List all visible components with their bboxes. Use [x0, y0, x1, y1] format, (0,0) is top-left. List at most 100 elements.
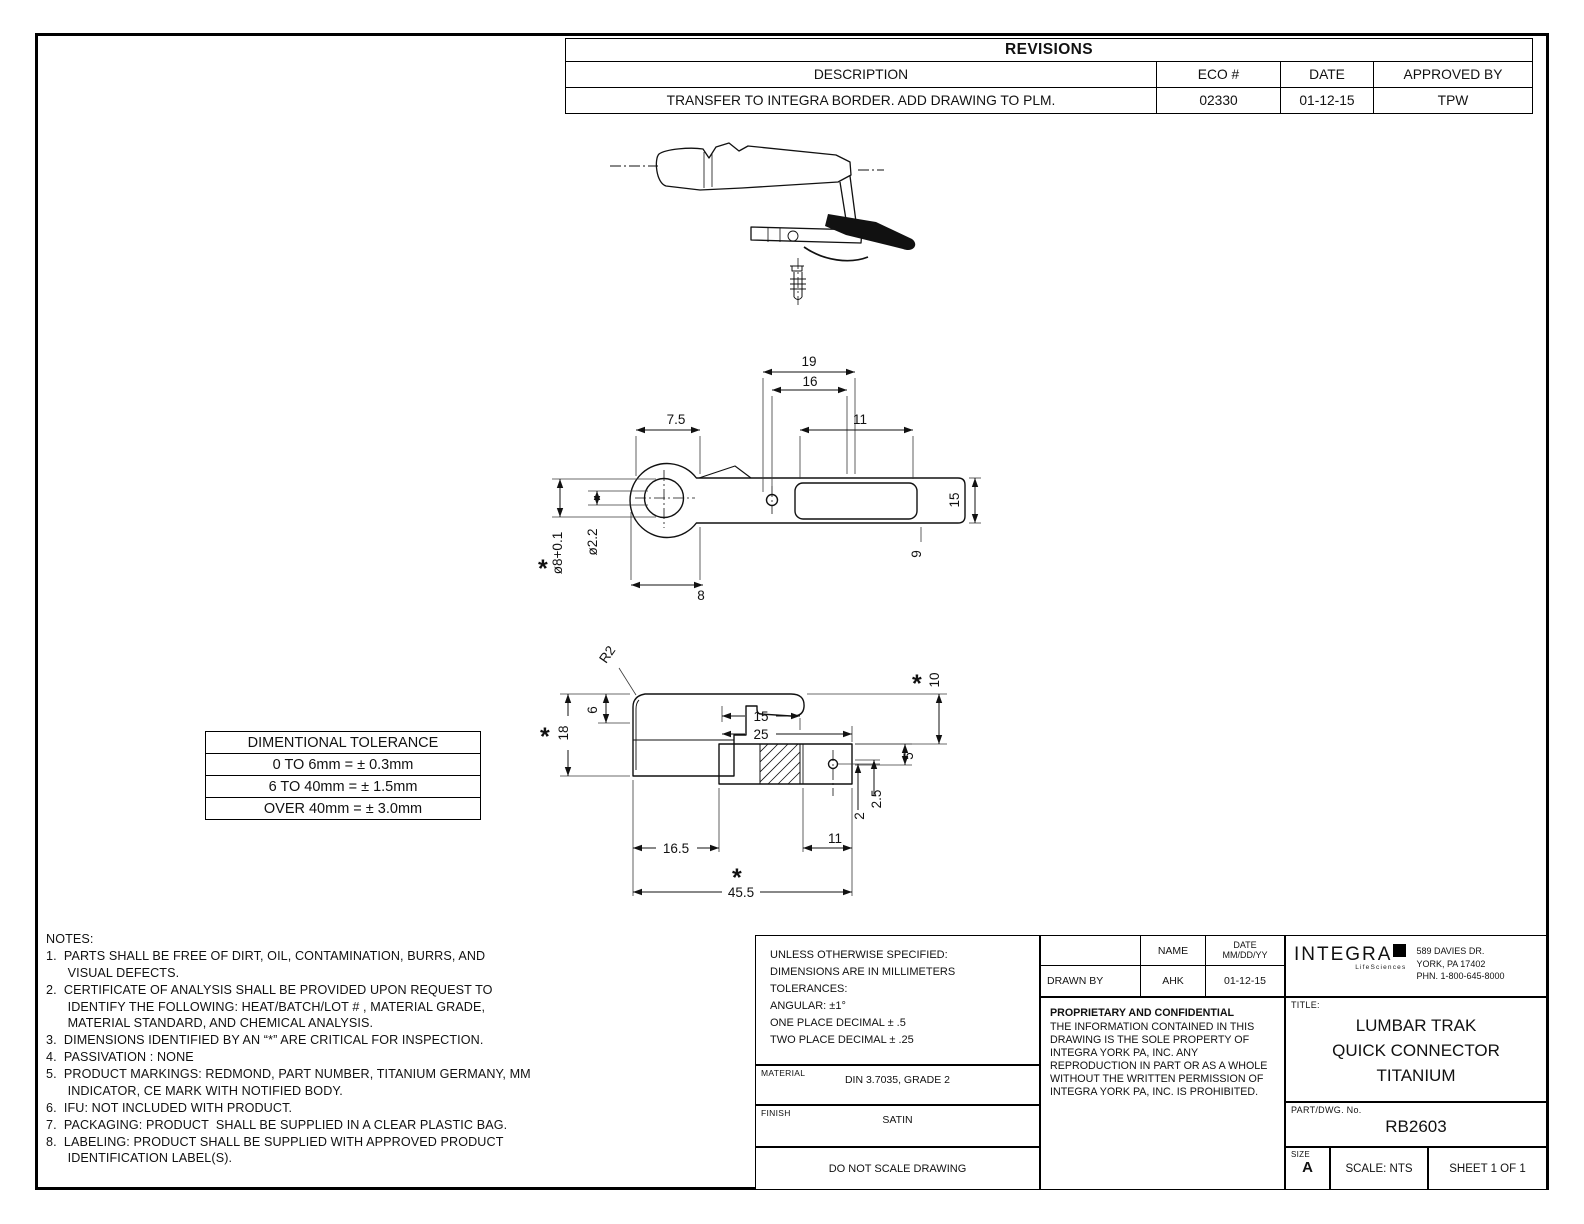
- spring-wire: [803, 246, 869, 262]
- dim-11-side: 11: [828, 831, 842, 846]
- spec-line: DIMENSIONS ARE IN MILLIMETERS: [770, 966, 956, 979]
- revision-date: 01-12-15: [1281, 88, 1374, 113]
- critical-dim-asterisk: *: [540, 723, 550, 751]
- drawn-by-name: AHK: [1141, 966, 1206, 996]
- note-item: 8. LABELING: PRODUCT SHALL BE SUPPLIED W…: [46, 1134, 504, 1166]
- spec-line: TOLERANCES:: [770, 983, 848, 996]
- do-not-scale-text: DO NOT SCALE DRAWING: [828, 1162, 967, 1175]
- side-dimensions: R2 6 18 15 25 5 2.5 2 16.5 11 45.5 10 * …: [540, 643, 947, 900]
- integra-logo: INTEGRA LifeSciences: [1294, 944, 1407, 983]
- integra-logo-mark-icon: [1393, 944, 1407, 957]
- critical-dim-asterisk: *: [538, 555, 548, 583]
- revision-eco: 02330: [1157, 88, 1281, 113]
- note-item: 4. PASSIVATION : NONE: [46, 1050, 194, 1065]
- do-not-scale-box: DO NOT SCALE DRAWING: [755, 1147, 1040, 1190]
- dim-15-plan: 15: [947, 492, 962, 507]
- integra-tagline: LifeSciences: [1355, 964, 1407, 971]
- finish-label: FINISH: [761, 1108, 791, 1118]
- sheet-value: SHEET 1 OF 1: [1449, 1162, 1526, 1175]
- scale-value: SCALE: NTS: [1345, 1162, 1413, 1175]
- notes-section: NOTES: 1. PARTS SHALL BE FREE OF DIRT, O…: [46, 931, 606, 1167]
- spec-line: TWO PLACE DECIMAL ± .25: [770, 1034, 914, 1047]
- spec-line: UNLESS OTHERWISE SPECIFIED:: [770, 949, 948, 961]
- spec-line: ANGULAR: ±1°: [770, 1000, 846, 1013]
- dim-2-5: 2.5: [869, 790, 884, 809]
- signature-empty-cell: [1041, 936, 1141, 966]
- dim-5: 5: [901, 752, 916, 760]
- date-header-line1: DATE: [1233, 939, 1257, 950]
- title-box: TITLE: LUMBAR TRAK QUICK CONNECTOR TITAN…: [1285, 997, 1547, 1102]
- size-label: SIZE: [1291, 1150, 1310, 1159]
- revisions-table: REVISIONS DESCRIPTION ECO # DATE APPROVE…: [565, 38, 1533, 114]
- revisions-title: REVISIONS: [566, 39, 1532, 62]
- note-item: 7. PACKAGING: PRODUCT SHALL BE SUPPLIED …: [46, 1117, 508, 1132]
- dim-10: 10: [927, 672, 942, 687]
- dim-r2: R2: [596, 643, 618, 666]
- spec-box: UNLESS OTHERWISE SPECIFIED: DIMENSIONS A…: [755, 935, 1040, 1065]
- tolerance-table: DIMENTIONAL TOLERANCE 0 TO 6mm = ± 0.3mm…: [205, 731, 481, 820]
- revisions-header-description: DESCRIPTION: [566, 62, 1157, 88]
- revision-description: TRANSFER TO INTEGRA BORDER. ADD DRAWING …: [566, 88, 1157, 113]
- date-header-line2: MM/DD/YY: [1222, 949, 1268, 960]
- dim-2: 2: [852, 812, 867, 820]
- dim-18: 18: [556, 725, 571, 740]
- side-view: [632, 693, 853, 796]
- tolerance-row: OVER 40mm = ± 3.0mm: [263, 800, 423, 817]
- title-label: TITLE:: [1291, 1000, 1320, 1010]
- critical-dim-asterisk: *: [732, 864, 742, 892]
- proprietary-title: PROPRIETARY AND CONFIDENTIAL: [1050, 1007, 1235, 1019]
- note-item: 5. PRODUCT MARKINGS: REDMOND, PART NUMBE…: [46, 1067, 531, 1098]
- dim-15-side: 15: [753, 709, 768, 724]
- dim-8: 8: [697, 588, 705, 603]
- material-value: DIN 3.7035, GRADE 2: [844, 1074, 951, 1086]
- dim-hole-small: ø2.2: [585, 528, 600, 555]
- address-line: YORK, PA 17402: [1416, 958, 1486, 969]
- dim-16-5: 16.5: [663, 841, 689, 856]
- revisions-header-date: DATE: [1281, 62, 1374, 88]
- plan-view: [629, 462, 966, 539]
- dim-45-5: 45.5: [728, 885, 754, 900]
- title-block: UNLESS OTHERWISE SPECIFIED: DIMENSIONS A…: [755, 935, 1547, 1190]
- part-number-value: RB2603: [1385, 1117, 1447, 1136]
- note-item: 6. IFU: NOT INCLUDED WITH PRODUCT.: [46, 1100, 293, 1115]
- part-number-label: PART/DWG. No.: [1291, 1105, 1362, 1115]
- revision-approved: TPW: [1437, 93, 1469, 108]
- finish-value: SATIN: [882, 1114, 913, 1126]
- material-box: MATERIAL DIN 3.7035, GRADE 2: [755, 1065, 1040, 1105]
- drawing-title-line: LUMBAR TRAK: [1355, 1016, 1477, 1035]
- pictorial-view: [610, 142, 916, 305]
- name-header: NAME: [1141, 936, 1206, 966]
- dim-16: 16: [802, 374, 817, 389]
- proprietary-body: THE INFORMATION CONTAINED IN THIS DRAWIN…: [1050, 1021, 1268, 1099]
- drawing-title-line: QUICK CONNECTOR: [1332, 1041, 1500, 1061]
- spec-line: ONE PLACE DECIMAL ± .5: [770, 1017, 906, 1030]
- drawn-by-date: 01-12-15: [1223, 975, 1267, 987]
- black-lever: [825, 214, 916, 250]
- date-header: DATE MM/DD/YY: [1206, 936, 1284, 966]
- company-box: INTEGRA LifeSciences 589 DAVIES DR. YORK…: [1285, 935, 1547, 997]
- size-value: A: [1302, 1159, 1313, 1176]
- dim-19: 19: [801, 354, 816, 369]
- drawn-by-label: DRAWN BY: [1041, 966, 1141, 996]
- company-address: 589 DAVIES DR. YORK, PA 17402 PHN. 1-800…: [1406, 944, 1504, 983]
- drawing-title-line: TITANIUM: [1376, 1066, 1456, 1086]
- size-box: SIZE A: [1285, 1147, 1330, 1190]
- dim-hole-big: ø8+0.1: [550, 532, 565, 574]
- critical-dim-asterisk: *: [912, 670, 922, 698]
- revisions-header-approved: APPROVED BY: [1374, 62, 1532, 88]
- tolerance-row: 0 TO 6mm = ± 0.3mm: [206, 754, 480, 776]
- section-hatch: [759, 743, 801, 785]
- tolerance-row: 6 TO 40mm = ± 1.5mm: [206, 776, 480, 798]
- proprietary-box: PROPRIETARY AND CONFIDENTIAL THE INFORMA…: [1040, 997, 1285, 1190]
- note-item: 2. CERTIFICATE OF ANALYSIS SHALL BE PROV…: [46, 982, 493, 1031]
- dim-9: 9: [909, 550, 924, 558]
- company-phone: PHN. 1-800-645-8000: [1416, 971, 1505, 982]
- plan-dimensions: 19 16 7.5 11 15 9 8 ø2.2 ø8+0.1 *: [538, 354, 981, 603]
- tolerance-title: DIMENTIONAL TOLERANCE: [206, 732, 480, 754]
- dim-11-plan: 11: [853, 412, 867, 427]
- screw: [790, 258, 806, 305]
- note-item: 1. PARTS SHALL BE FREE OF DIRT, OIL, CON…: [46, 948, 486, 980]
- sheet-box: SHEET 1 OF 1: [1428, 1147, 1547, 1190]
- scale-box: SCALE: NTS: [1330, 1147, 1428, 1190]
